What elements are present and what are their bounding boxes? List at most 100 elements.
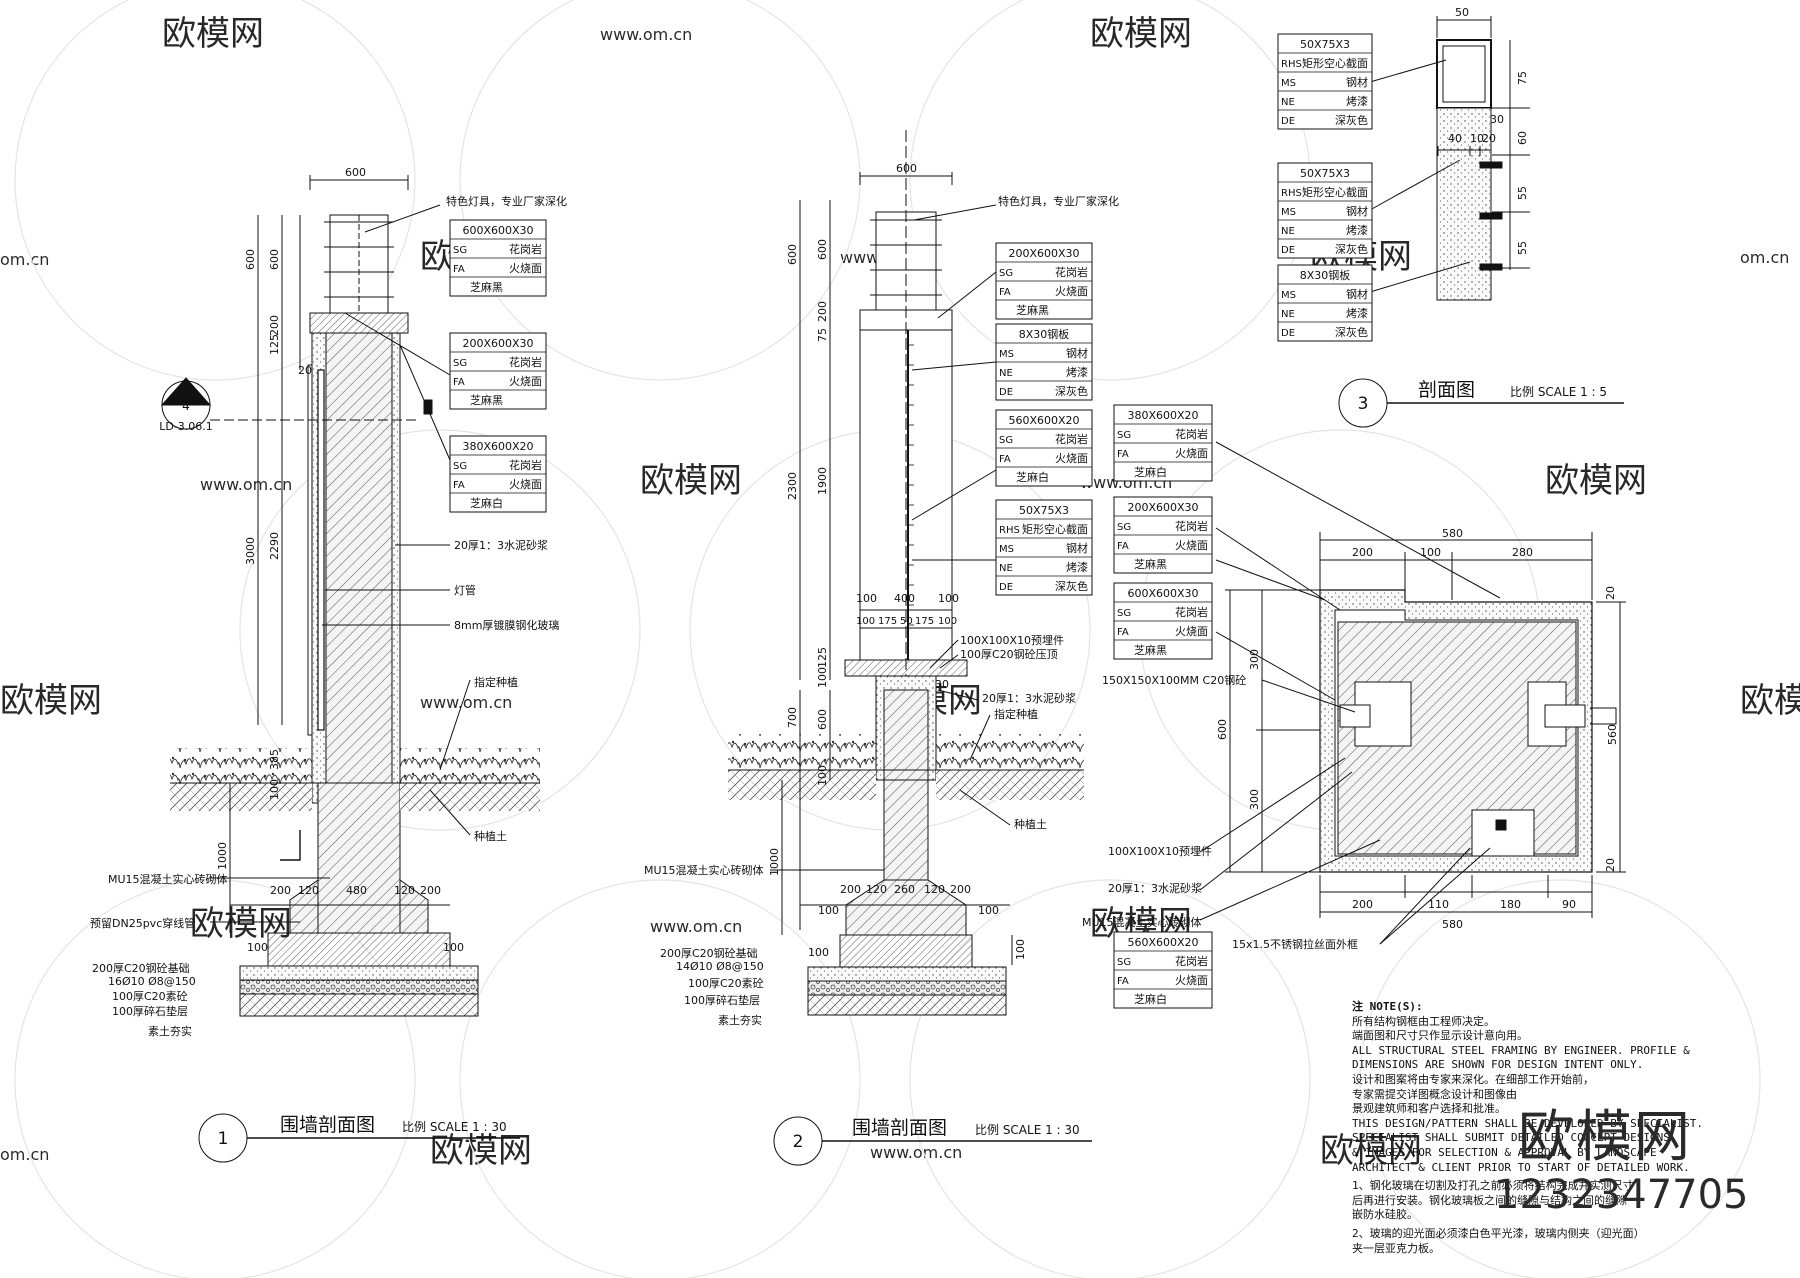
dim-text: 50 — [1455, 6, 1469, 19]
table-code: DE — [999, 582, 1013, 593]
dim-text: 125 — [268, 334, 281, 355]
table-value: 芝麻黑 — [470, 280, 503, 294]
table-code: SG — [453, 461, 467, 472]
drawing-2-section — [728, 130, 1084, 1016]
drawing-number: 1 — [218, 1129, 229, 1149]
dim-text: 100 — [818, 904, 839, 917]
note-line: 嵌防水硅胶。 — [1352, 1208, 1418, 1222]
table-value: 花岗岩 — [1175, 605, 1208, 619]
watermark-brand: 欧模网 — [640, 461, 742, 501]
label-earth: 素土夯实 — [148, 1024, 192, 1038]
label-brick: MU15混凝土实心砖砌体 — [644, 863, 764, 877]
table-code: FA — [453, 480, 465, 491]
label-c20: 150X150X100MM C20钢砼 — [1102, 674, 1246, 687]
table-code: RHS — [999, 525, 1020, 536]
label-footing: 200厚C20钢砼基础 — [660, 947, 758, 960]
table-value: 芝麻白 — [1016, 470, 1049, 484]
notes-header: 注 NOTE(S): — [1352, 1000, 1423, 1013]
dim-text: 600 — [896, 162, 917, 175]
dim-text: 600 — [268, 249, 281, 270]
dim-text: 385 — [268, 749, 281, 770]
dim-text: 200 — [950, 883, 971, 896]
table-code: NE — [999, 368, 1013, 379]
watermark-url: om.cn — [0, 250, 49, 269]
label-glass: 8mm厚镀膜钢化玻璃 — [454, 618, 559, 632]
dim-text: 100 — [856, 592, 877, 605]
foundation-1 — [317, 782, 401, 934]
table-code: FA — [999, 454, 1011, 465]
table-code: NE — [1281, 226, 1295, 237]
watermark-brand: 欧模网 — [1545, 461, 1647, 501]
table-code: DE — [1281, 116, 1295, 127]
table-code: FA — [999, 287, 1011, 298]
label-embed: 100X100X10预埋件 — [1108, 845, 1212, 858]
dim-text: 700 — [786, 707, 799, 728]
watermark-brand: 欧模网 — [1740, 681, 1800, 721]
table-value: 芝麻白 — [1134, 465, 1167, 479]
dim-text: 200 — [1352, 898, 1373, 911]
table-value: 火烧面 — [1055, 452, 1088, 465]
table-code: FA — [453, 377, 465, 388]
drawing-1-section — [160, 175, 540, 1017]
table-value: 钢材 — [1346, 75, 1368, 89]
table-value: 矩形空心截面 — [1022, 522, 1088, 536]
watermark-url: www.om.cn — [870, 1143, 962, 1162]
drawing-3-section — [1369, 16, 1530, 301]
table-code: MS — [999, 349, 1014, 360]
table-size: 200X600X30 — [462, 337, 533, 350]
table-size: 600X600X30 — [462, 224, 533, 237]
label-mortar: 20厚1：3水泥砂浆 — [1108, 881, 1202, 895]
dim-text: 200 — [420, 884, 441, 897]
watermark-logo: 欧模网 — [1518, 1105, 1692, 1170]
label-plant: 指定种植 — [994, 707, 1038, 721]
table-code: SG — [999, 435, 1013, 446]
table-value: 花岗岩 — [1055, 432, 1088, 446]
drawing-3-text: 50 75 30 40 10 20 60 55 55 — [1448, 6, 1529, 255]
label-rebar: 14Ø10 Ø8@150 — [676, 960, 764, 973]
table-value: 芝麻黑 — [1134, 557, 1167, 571]
label-mortar: 20厚1：3水泥砂浆 — [982, 691, 1076, 705]
label-c20: 100厚C20素砼 — [112, 990, 188, 1003]
watermark-url: om.cn — [1740, 248, 1789, 267]
table-value: 钢材 — [1066, 346, 1088, 360]
drawing-scale: 比例 SCALE 1 : 30 — [975, 1123, 1080, 1137]
dim-text: 200 — [270, 884, 291, 897]
dim-text: 120 — [866, 883, 887, 896]
note-line: 景观建筑师和客户选择和批准。 — [1352, 1102, 1506, 1116]
dim-text: 600 — [244, 249, 257, 270]
dim-text: 30 — [935, 678, 949, 691]
dim-text: 40 — [1448, 132, 1462, 145]
table-size: 50X75X3 — [1300, 167, 1350, 180]
table-value: 钢材 — [1346, 204, 1368, 218]
dim-text: 600 — [345, 166, 366, 179]
pier-body-1 — [325, 332, 393, 784]
table-code: FA — [1117, 976, 1129, 987]
note-line: 1、钢化玻璃在切割及打孔之前必须将结构完成并实测尺寸 — [1352, 1179, 1634, 1193]
dim-text: 3000 — [244, 537, 257, 565]
notes-lines: 所有结构钢框由工程师决定。端面图和尺寸只作显示设计意向用。ALL STRUCTU… — [1352, 1015, 1704, 1257]
dim-text: 200 — [268, 315, 281, 336]
dim-text: 20 — [1604, 858, 1617, 872]
table-code: RHS — [1281, 188, 1302, 199]
dim-text: 1900 — [816, 467, 829, 495]
dim-text: 2300 — [786, 472, 799, 500]
table-value: 深灰色 — [1055, 579, 1088, 593]
dim-text: 20 — [1604, 586, 1617, 600]
table-value: 深灰色 — [1335, 242, 1368, 256]
watermark-url: www.om.cn — [650, 917, 742, 936]
drawing-2-text: 600 特色灯具，专业厂家深化 600 600 200 75 2300 1900… — [644, 162, 1119, 1027]
table-size: 560X600X20 — [1008, 414, 1079, 427]
label-soil: 种植土 — [474, 829, 507, 843]
dim-text: 100 — [816, 765, 829, 786]
table-value: 芝麻黑 — [1016, 303, 1049, 317]
dim-text: 100 — [268, 779, 281, 800]
table-value: 烤漆 — [1346, 306, 1368, 320]
label-rebar: 16Ø10 Ø8@150 — [108, 975, 196, 988]
dim-text: 120 — [298, 884, 319, 897]
table-code: SG — [453, 245, 467, 256]
